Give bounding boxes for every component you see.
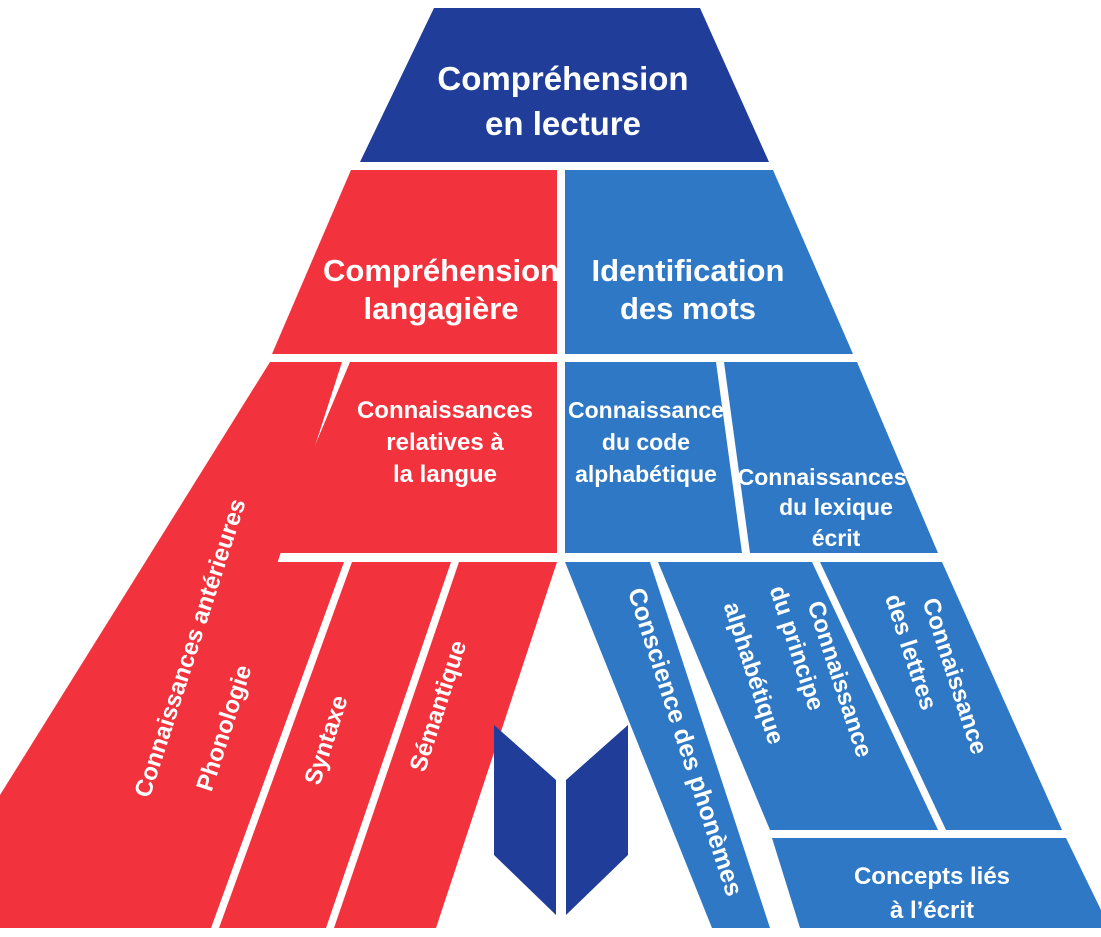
- top-box: [360, 8, 769, 162]
- phonology-strip: [100, 562, 344, 928]
- top-label-1: Compréhension: [437, 60, 688, 97]
- language-knowledge-box: [270, 362, 557, 553]
- phoneme-awareness-strip: [565, 562, 770, 928]
- language-knowledge-label-3: la langue: [393, 461, 497, 488]
- open-book-icon: [494, 725, 628, 915]
- written-lexicon-label-3: écrit: [812, 525, 861, 551]
- written-lexicon-label-2: du lexique: [779, 494, 893, 520]
- written-lexicon-box: [724, 362, 938, 553]
- alphabetic-code-label-3: alphabétique: [575, 461, 717, 487]
- word-identification-label-2: des mots: [620, 291, 756, 326]
- print-concepts-box: [772, 838, 1101, 928]
- language-knowledge-label-1: Connaissances: [357, 397, 533, 424]
- language-comprehension-label-1: Compréhension: [323, 253, 559, 288]
- print-concepts-label-1: Concepts liés: [854, 863, 1010, 890]
- alphabetic-code-box: [565, 362, 742, 553]
- syntax-strip: [219, 562, 451, 928]
- alphabetic-code-label-1: Connaissance: [568, 397, 724, 423]
- letter-knowledge-strip: [820, 562, 1062, 830]
- prior-knowledge-strip: [0, 362, 342, 928]
- print-concepts-label-2: à l’écrit: [890, 897, 974, 924]
- word-identification-box: [565, 170, 853, 354]
- written-lexicon-label-1: Connaissances: [738, 464, 907, 490]
- language-comprehension-box: [272, 170, 557, 354]
- language-comprehension-label-2: langagière: [363, 291, 518, 326]
- word-identification-label-1: Identification: [592, 253, 785, 288]
- language-knowledge-label-2: relatives à: [386, 429, 504, 456]
- top-label-2: en lecture: [485, 105, 641, 142]
- alphabetic-principle-strip: [658, 562, 938, 830]
- alphabetic-code-label-2: du code: [602, 429, 690, 455]
- semantics-strip: [334, 562, 557, 928]
